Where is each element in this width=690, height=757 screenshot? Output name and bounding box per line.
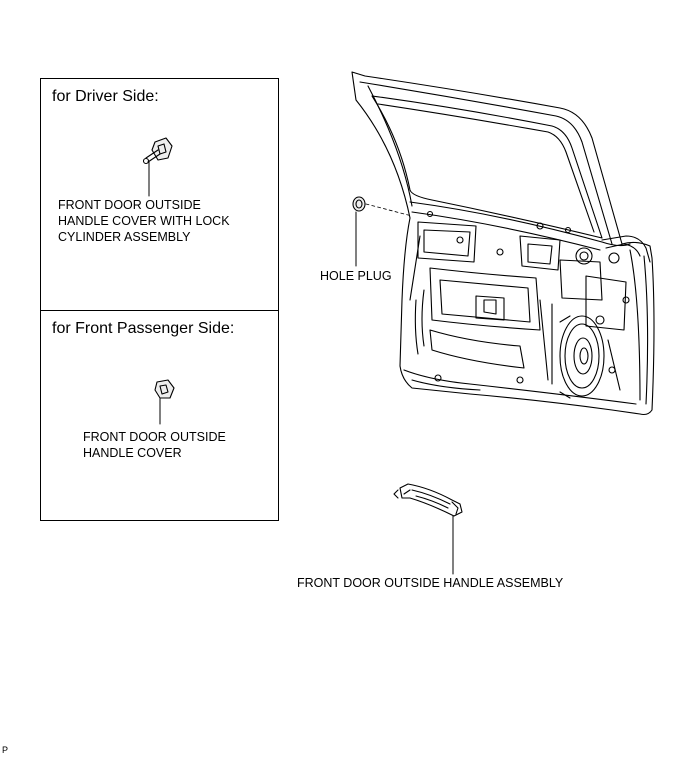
page-code: P — [2, 745, 9, 755]
door-shell — [351, 71, 655, 416]
door-speaker — [559, 315, 605, 399]
passenger-part-label-line-2: HANDLE COVER — [83, 446, 182, 460]
handle-assembly-label: FRONT DOOR OUTSIDE HANDLE ASSEMBLY — [297, 576, 564, 590]
driver-part-label-line-1: FRONT DOOR OUTSIDE — [58, 198, 201, 212]
hole-plug-label: HOLE PLUG — [320, 269, 392, 283]
driver-side-inset: for Driver Side: — [40, 78, 279, 311]
driver-cover-part — [142, 137, 173, 197]
passenger-side-heading: for Front Passenger Side: — [52, 320, 235, 337]
door-inner-panel — [409, 210, 630, 391]
passenger-cover-part — [154, 379, 175, 425]
passenger-side-inset: for Front Passenger Side: — [40, 311, 279, 521]
driver-part-label-line-3: CYLINDER ASSEMBLY — [58, 230, 191, 244]
hole-plug-part — [352, 196, 413, 267]
driver-part-label-line-2: HANDLE COVER WITH LOCK — [58, 214, 230, 228]
driver-side-heading: for Driver Side: — [52, 88, 159, 105]
passenger-part-label-line-1: FRONT DOOR OUTSIDE — [83, 430, 226, 444]
handle-assembly-part — [393, 483, 463, 575]
